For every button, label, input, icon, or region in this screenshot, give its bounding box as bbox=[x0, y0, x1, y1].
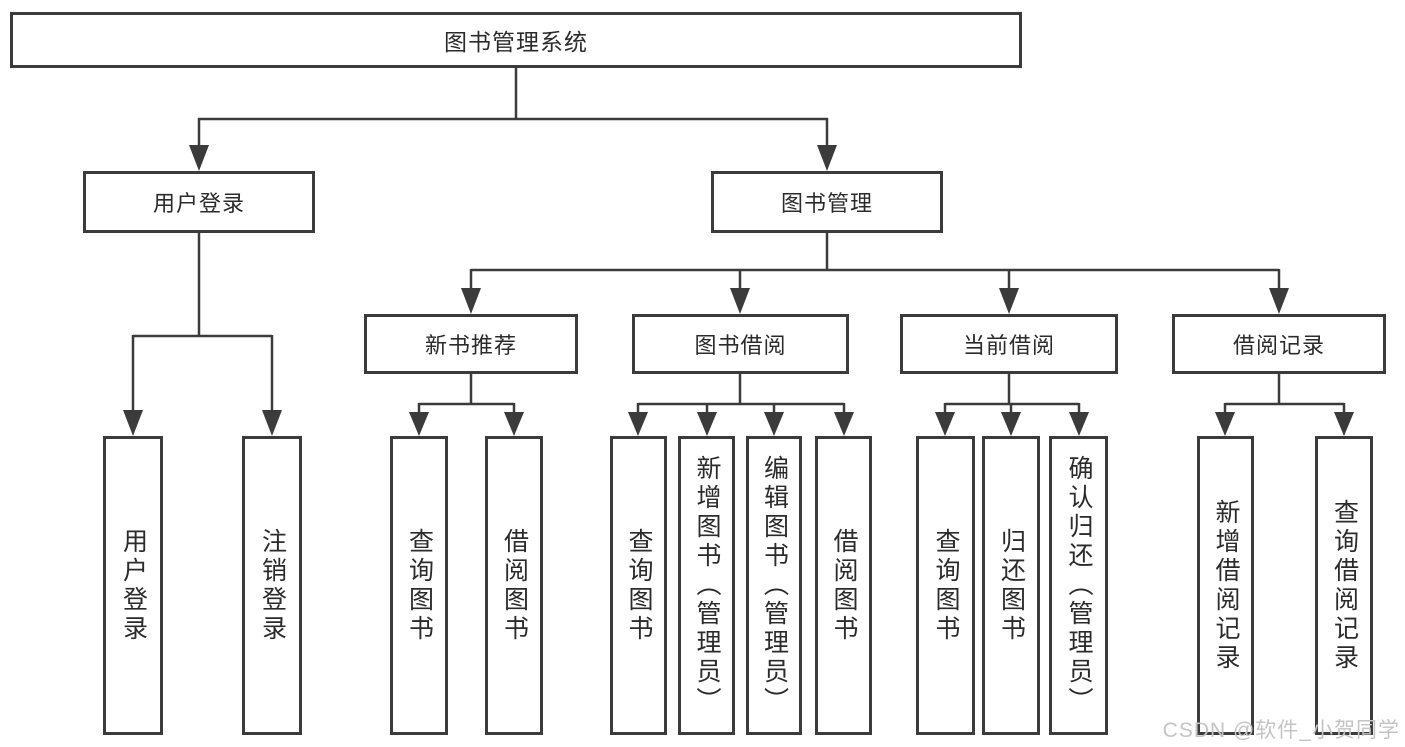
leaf-add-book-admin-label: 新增图书（管理员） bbox=[693, 455, 721, 716]
leaf-query-books-1: 查询图书 bbox=[390, 436, 448, 735]
leaf-edit-book-admin-label: 编辑图书（管理员） bbox=[760, 455, 789, 716]
leaf-logout-label: 注销登录 bbox=[258, 527, 287, 644]
leaf-borrow-books-1-label: 借阅图书 bbox=[500, 527, 529, 644]
leaf-query-borrow-record: 查询借阅记录 bbox=[1315, 436, 1373, 735]
leaf-query-books-3-label: 查询图书 bbox=[932, 527, 960, 644]
leaf-query-borrow-record-label: 查询借阅记录 bbox=[1330, 498, 1359, 673]
leaf-borrow-books-1: 借阅图书 bbox=[485, 436, 543, 735]
csdn-watermark: CSDN @软件_小贺同学 bbox=[1162, 719, 1400, 742]
leaf-query-books-2-label: 查询图书 bbox=[625, 527, 653, 644]
leaf-return-books-label: 归还图书 bbox=[997, 527, 1026, 644]
node-borrow-records-label: 借阅记录 bbox=[1232, 333, 1325, 358]
leaf-confirm-return-admin: 确认归还（管理员） bbox=[1049, 436, 1108, 735]
node-borrow-records: 借阅记录 bbox=[1172, 314, 1386, 374]
leaf-add-book-admin: 新增图书（管理员） bbox=[678, 436, 735, 735]
leaf-edit-book-admin: 编辑图书（管理员） bbox=[746, 436, 802, 735]
node-new-book-recommend-label: 新书推荐 bbox=[424, 333, 517, 358]
node-book-management-label: 图书管理 bbox=[780, 191, 873, 216]
node-user-login-label: 用户登录 bbox=[152, 191, 245, 216]
leaf-borrow-books-2-label: 借阅图书 bbox=[830, 527, 858, 644]
node-book-management: 图书管理 bbox=[711, 171, 943, 233]
leaf-return-books: 归还图书 bbox=[982, 436, 1040, 735]
node-book-borrow-label: 图书借阅 bbox=[694, 333, 787, 358]
leaf-confirm-return-admin-label: 确认归还（管理员） bbox=[1065, 455, 1093, 716]
node-new-book-recommend: 新书推荐 bbox=[364, 314, 578, 374]
leaf-user-login-label: 用户登录 bbox=[119, 527, 148, 644]
leaf-query-books-2: 查询图书 bbox=[610, 436, 667, 735]
leaf-logout: 注销登录 bbox=[242, 436, 302, 735]
node-library-system: 图书管理系统 bbox=[10, 12, 1022, 68]
node-user-login: 用户登录 bbox=[83, 171, 315, 233]
leaf-user-login: 用户登录 bbox=[103, 436, 163, 735]
leaf-add-borrow-record-label: 新增借阅记录 bbox=[1212, 498, 1240, 673]
node-current-borrow: 当前借阅 bbox=[900, 314, 1118, 374]
arrowheads bbox=[123, 145, 1354, 436]
node-book-borrow: 图书借阅 bbox=[632, 314, 849, 374]
leaf-add-borrow-record: 新增借阅记录 bbox=[1197, 436, 1254, 735]
node-current-borrow-label: 当前借阅 bbox=[962, 333, 1055, 358]
node-library-system-label: 图书管理系统 bbox=[444, 29, 588, 55]
leaf-borrow-books-2: 借阅图书 bbox=[815, 436, 872, 735]
leaf-query-books-1-label: 查询图书 bbox=[405, 527, 434, 644]
leaf-query-books-3: 查询图书 bbox=[916, 436, 975, 735]
